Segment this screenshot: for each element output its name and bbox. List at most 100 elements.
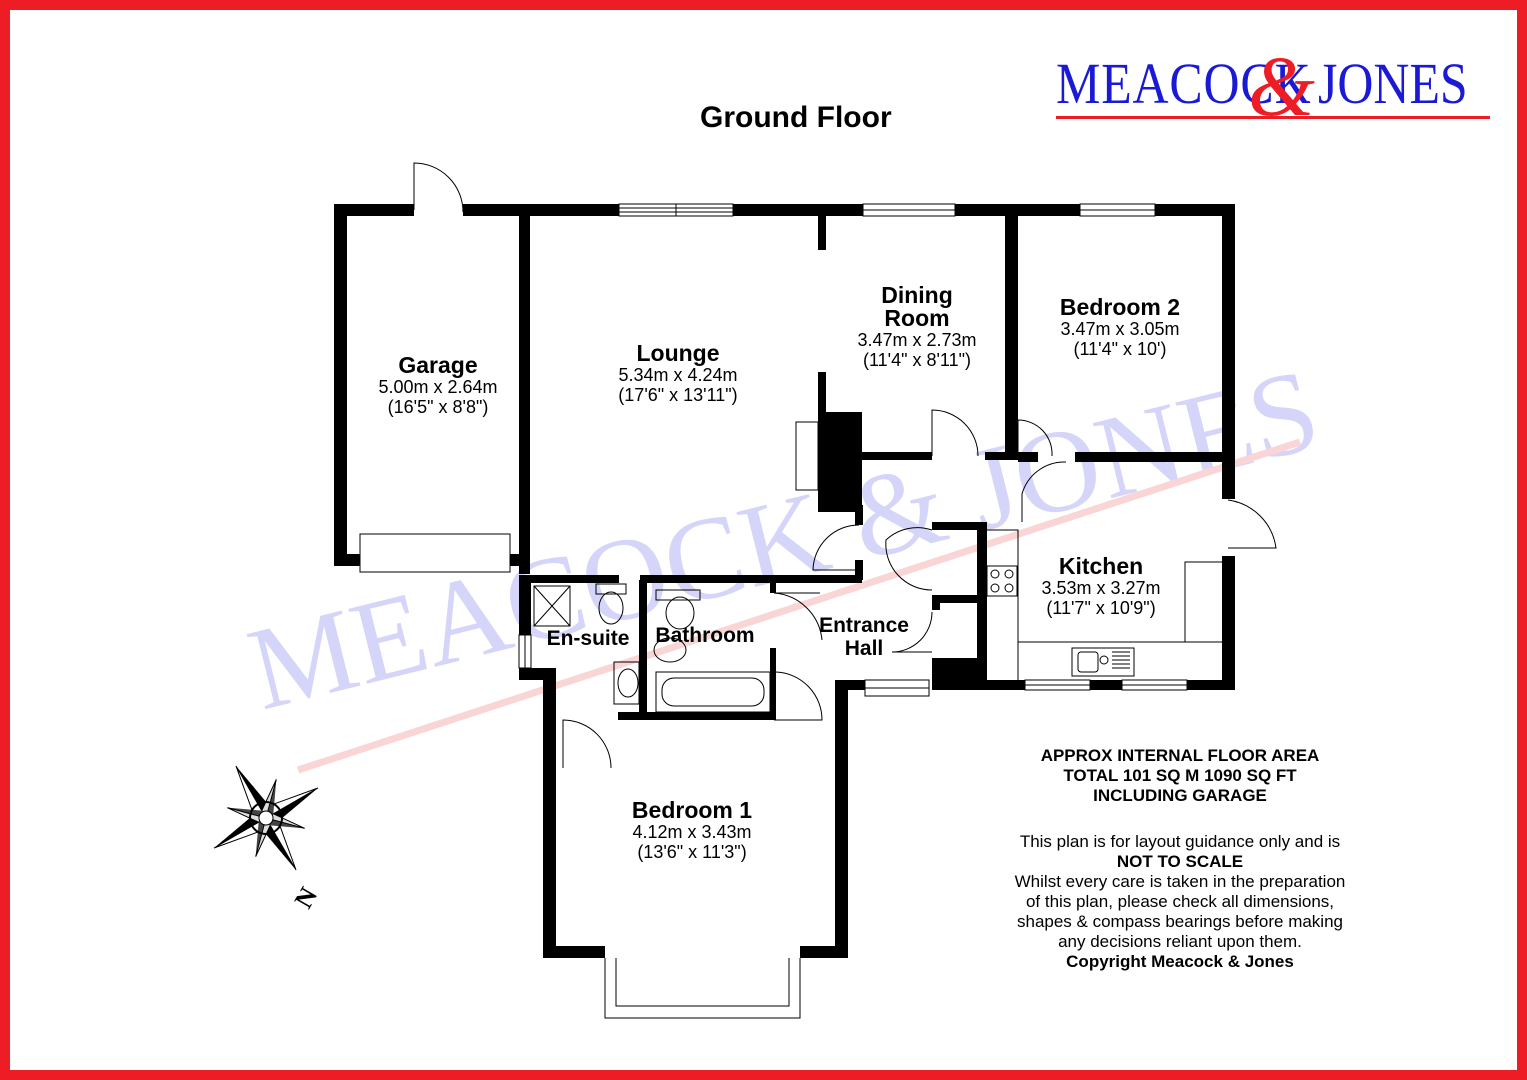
disclaimer-not-to-scale: NOT TO SCALE [1116, 852, 1244, 871]
wall-dining-lower [862, 452, 932, 460]
kitchen-sink [1071, 647, 1135, 677]
door-bathroom [773, 592, 823, 641]
disclaimer-line-3: Whilst every care is taken in the prepar… [1014, 872, 1346, 891]
door-lounge [812, 524, 860, 571]
compass-rose [213, 765, 319, 871]
wall-dining-bed2 [1005, 204, 1018, 456]
ensuite-basin [617, 668, 639, 698]
wall-kitchen-top [1018, 452, 1038, 462]
room-name: En-suite [546, 627, 630, 650]
wall-garage-lounge [519, 204, 530, 574]
wall-ensuite-left [519, 580, 531, 635]
wall-kitchen-bottom-b [1090, 680, 1122, 690]
door-hall-wc [891, 611, 933, 653]
wall-lounge-top-b [733, 204, 863, 216]
fittings [359, 203, 1222, 1019]
kitchen-worktop [987, 529, 1222, 680]
wall-bath-bottom [640, 712, 775, 720]
room-label-lounge: Lounge 5.34m x 4.24m (17'6" x 13'11") [598, 340, 758, 406]
area-line-3: INCLUDING GARAGE [1093, 786, 1267, 805]
wall-kitchen-bottom [977, 680, 1025, 690]
floor-title: Ground Floor [700, 101, 892, 134]
hob [986, 565, 1018, 597]
door-bed1 [774, 671, 823, 721]
room-name: Bedroom 2 [1059, 294, 1181, 320]
disclaimer-line-4: of this plan, please check all dimension… [1025, 892, 1335, 911]
door-kitchen-rear [1227, 499, 1277, 549]
room-size-metric: 3.47m x 3.05m [1060, 319, 1180, 339]
room-label-bathroom: Bathroom [646, 624, 764, 647]
room-label-kitchen: Kitchen 3.53m x 3.27m (11'7" x 10'9") [1026, 553, 1176, 619]
room-size-metric: 3.47m x 2.73m [857, 330, 977, 350]
room-name-line1: Entrance [819, 614, 909, 637]
room-label-bedroom-1: Bedroom 1 4.12m x 3.43m (13'6" x 11'3") [612, 797, 772, 863]
door-hall-cupboard [885, 527, 933, 591]
brand-logo: MEACOCK & JONES [1052, 38, 1492, 134]
room-label-ensuite: En-suite [536, 627, 640, 650]
room-name: Bathroom [655, 624, 755, 647]
wall-ensuite-bottom [618, 712, 647, 720]
bath-basin [653, 637, 687, 663]
room-size-imperial: (11'4" x 8'11") [862, 350, 972, 370]
copyright: Copyright Meacock & Jones [1066, 952, 1294, 971]
chimney-block [818, 412, 862, 512]
wall-hall-cupboard [932, 595, 982, 603]
floor-area-notes: APPROX INTERNAL FLOOR AREA TOTAL 101 SQ … [990, 746, 1370, 972]
room-name: Bedroom 1 [631, 797, 753, 823]
wall-hall-block [932, 658, 982, 690]
room-name: Kitchen [1058, 553, 1144, 579]
wall-kitchen-left [977, 522, 987, 690]
wall-hall-cupboard-side [932, 595, 940, 610]
wall-bath-right-top [770, 583, 776, 593]
garage-door [359, 533, 511, 573]
wall-bed1-right [835, 680, 848, 958]
wall-garage-top-left [334, 204, 414, 216]
disclaimer-line-6: any decisions reliant upon them. [1058, 932, 1302, 951]
room-label-entrance-hall: Entrance Hall [808, 614, 920, 660]
ensuite-cistern [595, 583, 627, 595]
wall-lounge-bottom-left [519, 575, 619, 583]
room-size-imperial: (16'5" x 8'8") [387, 397, 489, 417]
wall-garage-bottom-left [334, 554, 360, 566]
room-size-metric: 4.12m x 3.43m [632, 822, 752, 842]
chimney-breast [818, 372, 826, 412]
bay-window [604, 958, 801, 1019]
wall-kitchen-bottom-c [1187, 680, 1235, 690]
door-dining [931, 409, 979, 457]
room-name: Lounge [636, 340, 720, 366]
room-name-line2: Room [884, 305, 950, 331]
wall-dining-bed2-low [985, 452, 1018, 460]
wall-lounge-stub [818, 204, 826, 250]
wall-bed2-top [1155, 204, 1235, 216]
door-kitchen [1021, 461, 1067, 522]
wall-garage-left [334, 204, 347, 566]
room-size-imperial: (17'6" x 13'11") [618, 385, 738, 405]
bath-toilet [665, 596, 695, 630]
door-ensuite [562, 719, 612, 769]
wall-kitchen-hall [932, 522, 987, 530]
wall-lounge-top-a [519, 204, 619, 216]
door-bed2 [1017, 419, 1053, 457]
logo-word-meacock: MEACOCK [1056, 51, 1312, 116]
doors [413, 162, 1277, 769]
walls [334, 204, 1235, 958]
room-label-garage: Garage 5.00m x 2.64m (16'5" x 8'8") [368, 354, 508, 418]
disclaimer-line-1: This plan is for layout guidance only an… [1019, 832, 1341, 851]
ensuite-basin-unit [613, 661, 640, 705]
area-line-1: APPROX INTERNAL FLOOR AREA [1040, 746, 1320, 765]
wall-bath-right [770, 648, 776, 720]
notes-spacer [990, 806, 1370, 832]
wall-bed1-bottom-left [543, 946, 605, 958]
wall-garage-top-right [463, 204, 523, 216]
room-size-imperial: (13'6" x 11'3") [637, 842, 747, 862]
wall-ensuite-bath [639, 580, 647, 720]
bath-cistern [655, 589, 701, 601]
wall-hall-bottom [835, 680, 865, 690]
wall-bed2-right [1222, 204, 1235, 499]
logo-word-jones: JONES [1318, 51, 1468, 116]
watermark-rule [296, 438, 1302, 774]
bathtub [655, 671, 771, 713]
room-size-metric: 3.53m x 3.27m [1041, 578, 1161, 598]
room-label-bedroom-2: Bedroom 2 3.47m x 3.05m (11'4" x 10') [1040, 294, 1200, 360]
